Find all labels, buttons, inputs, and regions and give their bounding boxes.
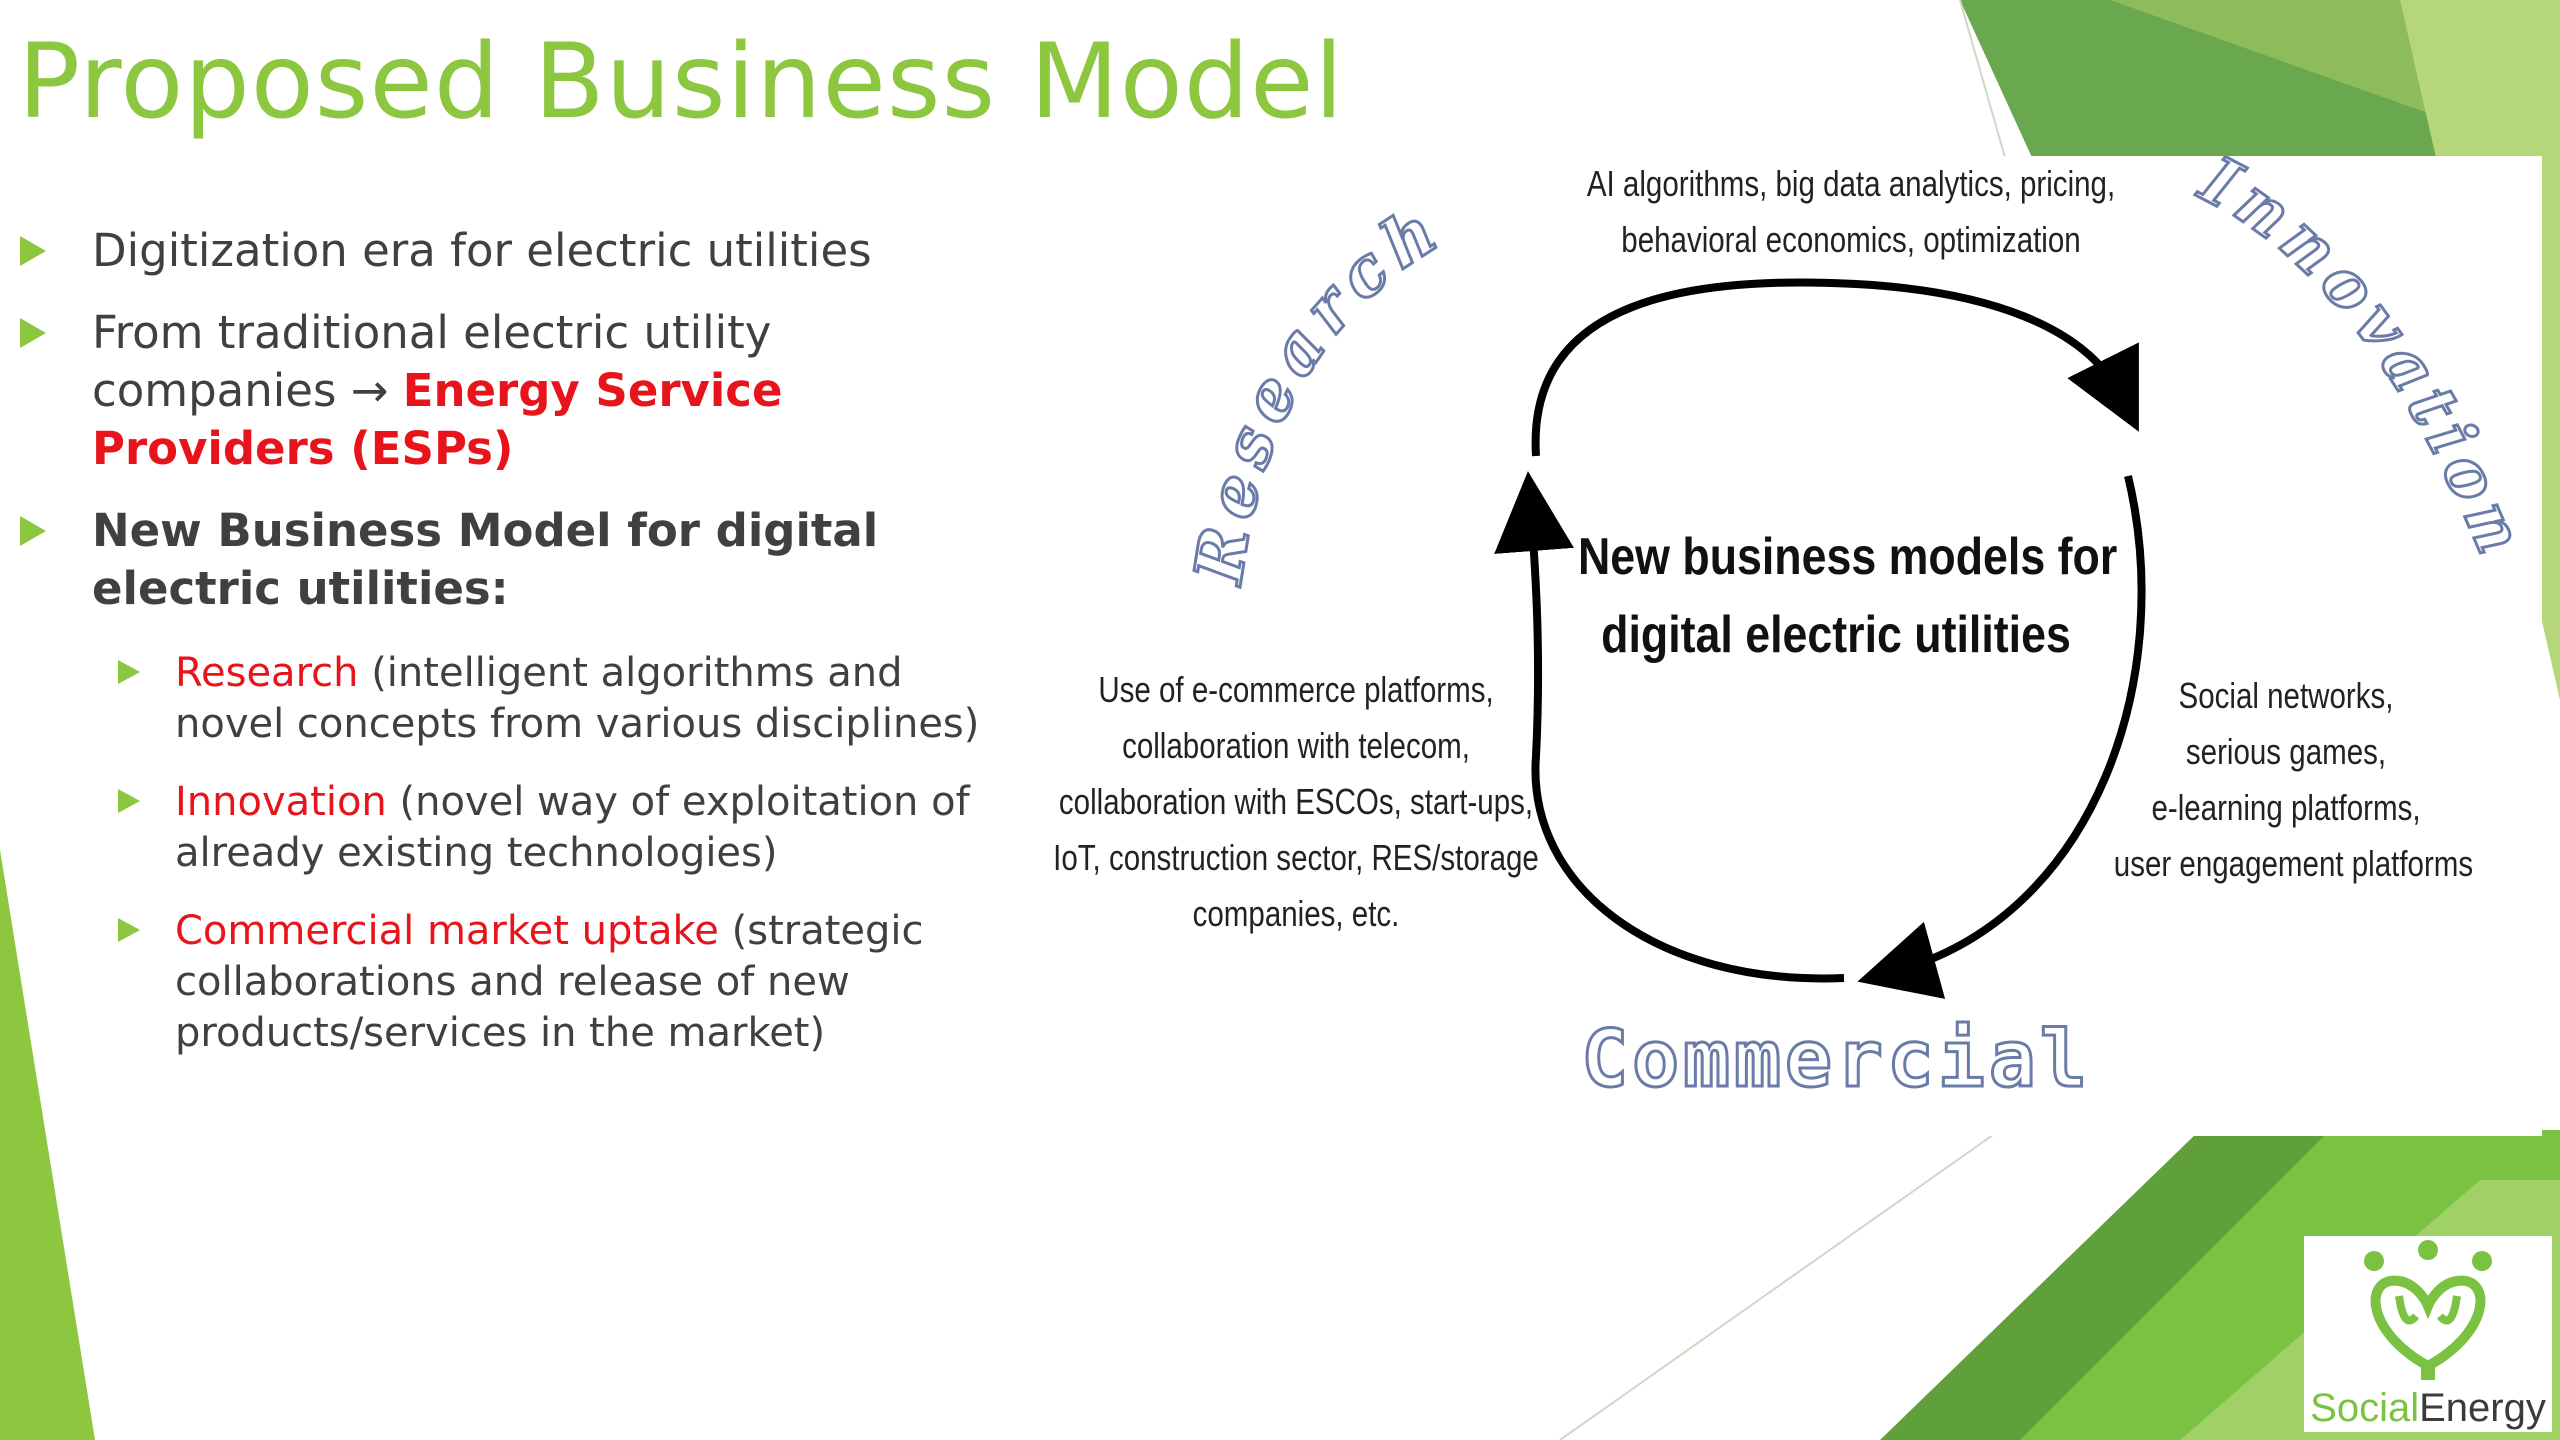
sub-bullet-label: Innovation — [175, 779, 387, 825]
bullet-item: From traditional electric utility compan… — [20, 304, 1000, 478]
logo-text-energy: Energy — [2419, 1386, 2546, 1430]
logo-text: SocialEnergy — [2304, 1386, 2552, 1431]
arc-label-research: Research — [1179, 187, 1459, 591]
text-line: companies, etc. — [1192, 893, 1400, 934]
text-line: AI algorithms, big data analytics, prici… — [1586, 163, 2116, 204]
sub-bullet-item: Commercial market uptake (strategic coll… — [20, 906, 1000, 1059]
sub-bullet-label: Research — [175, 650, 359, 696]
text-line: New business models for — [1578, 528, 2118, 586]
business-model-diagram: Research Innovation Commercial AI algori… — [1016, 156, 2542, 1136]
text-line: serious games, — [2185, 731, 2387, 772]
people-heart-plug-icon — [2364, 1240, 2492, 1380]
sub-bullet-arrow-icon — [118, 660, 140, 684]
bullet-text: Digitization era for electric utilities — [92, 224, 872, 277]
text-line: collaboration with telecom, — [1122, 725, 1470, 766]
bullet-item: Digitization era for electric utilities — [20, 222, 1000, 280]
right-arrow — [1857, 475, 2146, 999]
bullet-arrow-icon — [20, 236, 46, 266]
bullet-highlight: Energy Service Providers (ESPs) — [92, 364, 783, 475]
logo-text-social: Social — [2310, 1386, 2420, 1430]
text-line: e-learning platforms, — [2151, 787, 2421, 828]
left-arrow — [1494, 471, 1845, 983]
text-line: Social networks, — [2178, 675, 2394, 716]
sub-bullet-text: (novel way of exploitation of already ex… — [175, 779, 970, 876]
social-energy-logo: SocialEnergy — [2304, 1236, 2552, 1432]
sub-bullet-item: Innovation (novel way of exploitation of… — [20, 777, 1000, 879]
text-line: user engagement platforms — [2113, 843, 2474, 884]
sub-bullet-text: (strategic collaborations and release of… — [175, 908, 924, 1056]
sub-bullet-text: (intelligent algorithms and novel concep… — [175, 650, 980, 747]
center-text: New business models for digital electric… — [1578, 518, 2118, 674]
top-arrow — [1531, 278, 2139, 457]
bullet-list: Digitization era for electric utilities … — [20, 222, 1000, 1086]
right-text: Social networks, serious games, e-learni… — [2113, 668, 2474, 892]
slide-title: Proposed Business Model — [18, 22, 1345, 142]
top-text: AI algorithms, big data analytics, prici… — [1556, 156, 2146, 268]
arc-label-commercial: Commercial — [1581, 1015, 2091, 1105]
sub-bullet-item: Research (intelligent algorithms and nov… — [20, 648, 1000, 750]
bullet-item: New Business Model for digital electric … — [20, 502, 1000, 618]
text-line: behavioral economics, optimization — [1621, 219, 2081, 260]
sub-bullet-label: Commercial market uptake — [175, 908, 719, 954]
text-line: Use of e-commerce platforms, — [1098, 669, 1494, 710]
arc-label-innovation: Innovation — [2187, 156, 2542, 571]
text-line: collaboration with ESCOs, start-ups, — [1058, 781, 1534, 822]
text-line: IoT, construction sector, RES/storage — [1053, 837, 1539, 878]
sub-bullet-arrow-icon — [118, 789, 140, 813]
bullet-text: New Business Model for digital electric … — [92, 504, 879, 615]
bullet-arrow-icon — [20, 516, 46, 546]
bullet-text: From traditional electric utility compan… — [92, 306, 772, 417]
bullet-arrow-icon — [20, 318, 46, 348]
sub-bullet-arrow-icon — [118, 918, 140, 942]
left-text: Use of e-commerce platforms, collaborati… — [1042, 662, 1550, 942]
cycle-arrows: Research Innovation Commercial — [1177, 156, 2542, 1107]
text-line: digital electric utilities — [1601, 606, 2071, 664]
